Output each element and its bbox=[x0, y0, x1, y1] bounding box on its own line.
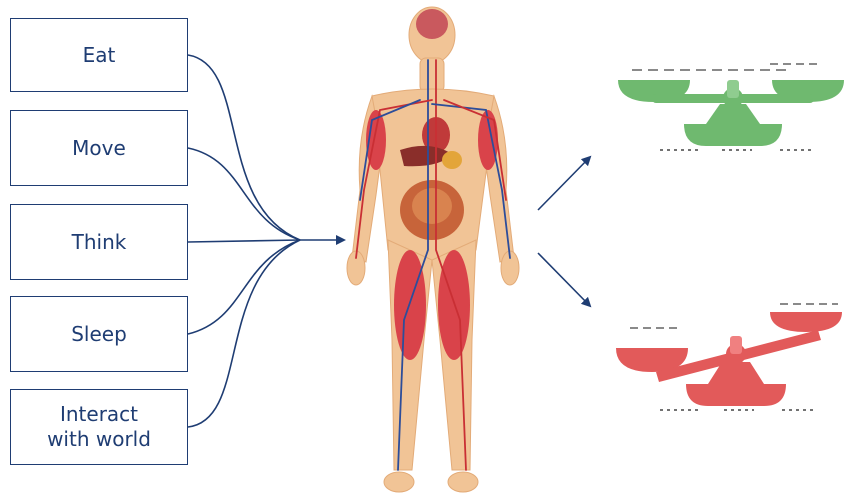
connector-interact bbox=[188, 240, 300, 427]
connector-sleep bbox=[188, 240, 300, 334]
balanced-scale-icon bbox=[618, 64, 844, 150]
connector-move bbox=[188, 148, 300, 240]
human-body-illustration bbox=[347, 7, 519, 492]
converging-connectors bbox=[188, 55, 300, 427]
connector-think bbox=[188, 240, 300, 242]
connector-eat bbox=[188, 55, 300, 240]
imbalanced-scale-icon bbox=[616, 304, 842, 410]
arrow-to-imbalanced bbox=[538, 253, 590, 306]
arrow-to-balanced bbox=[538, 157, 590, 210]
